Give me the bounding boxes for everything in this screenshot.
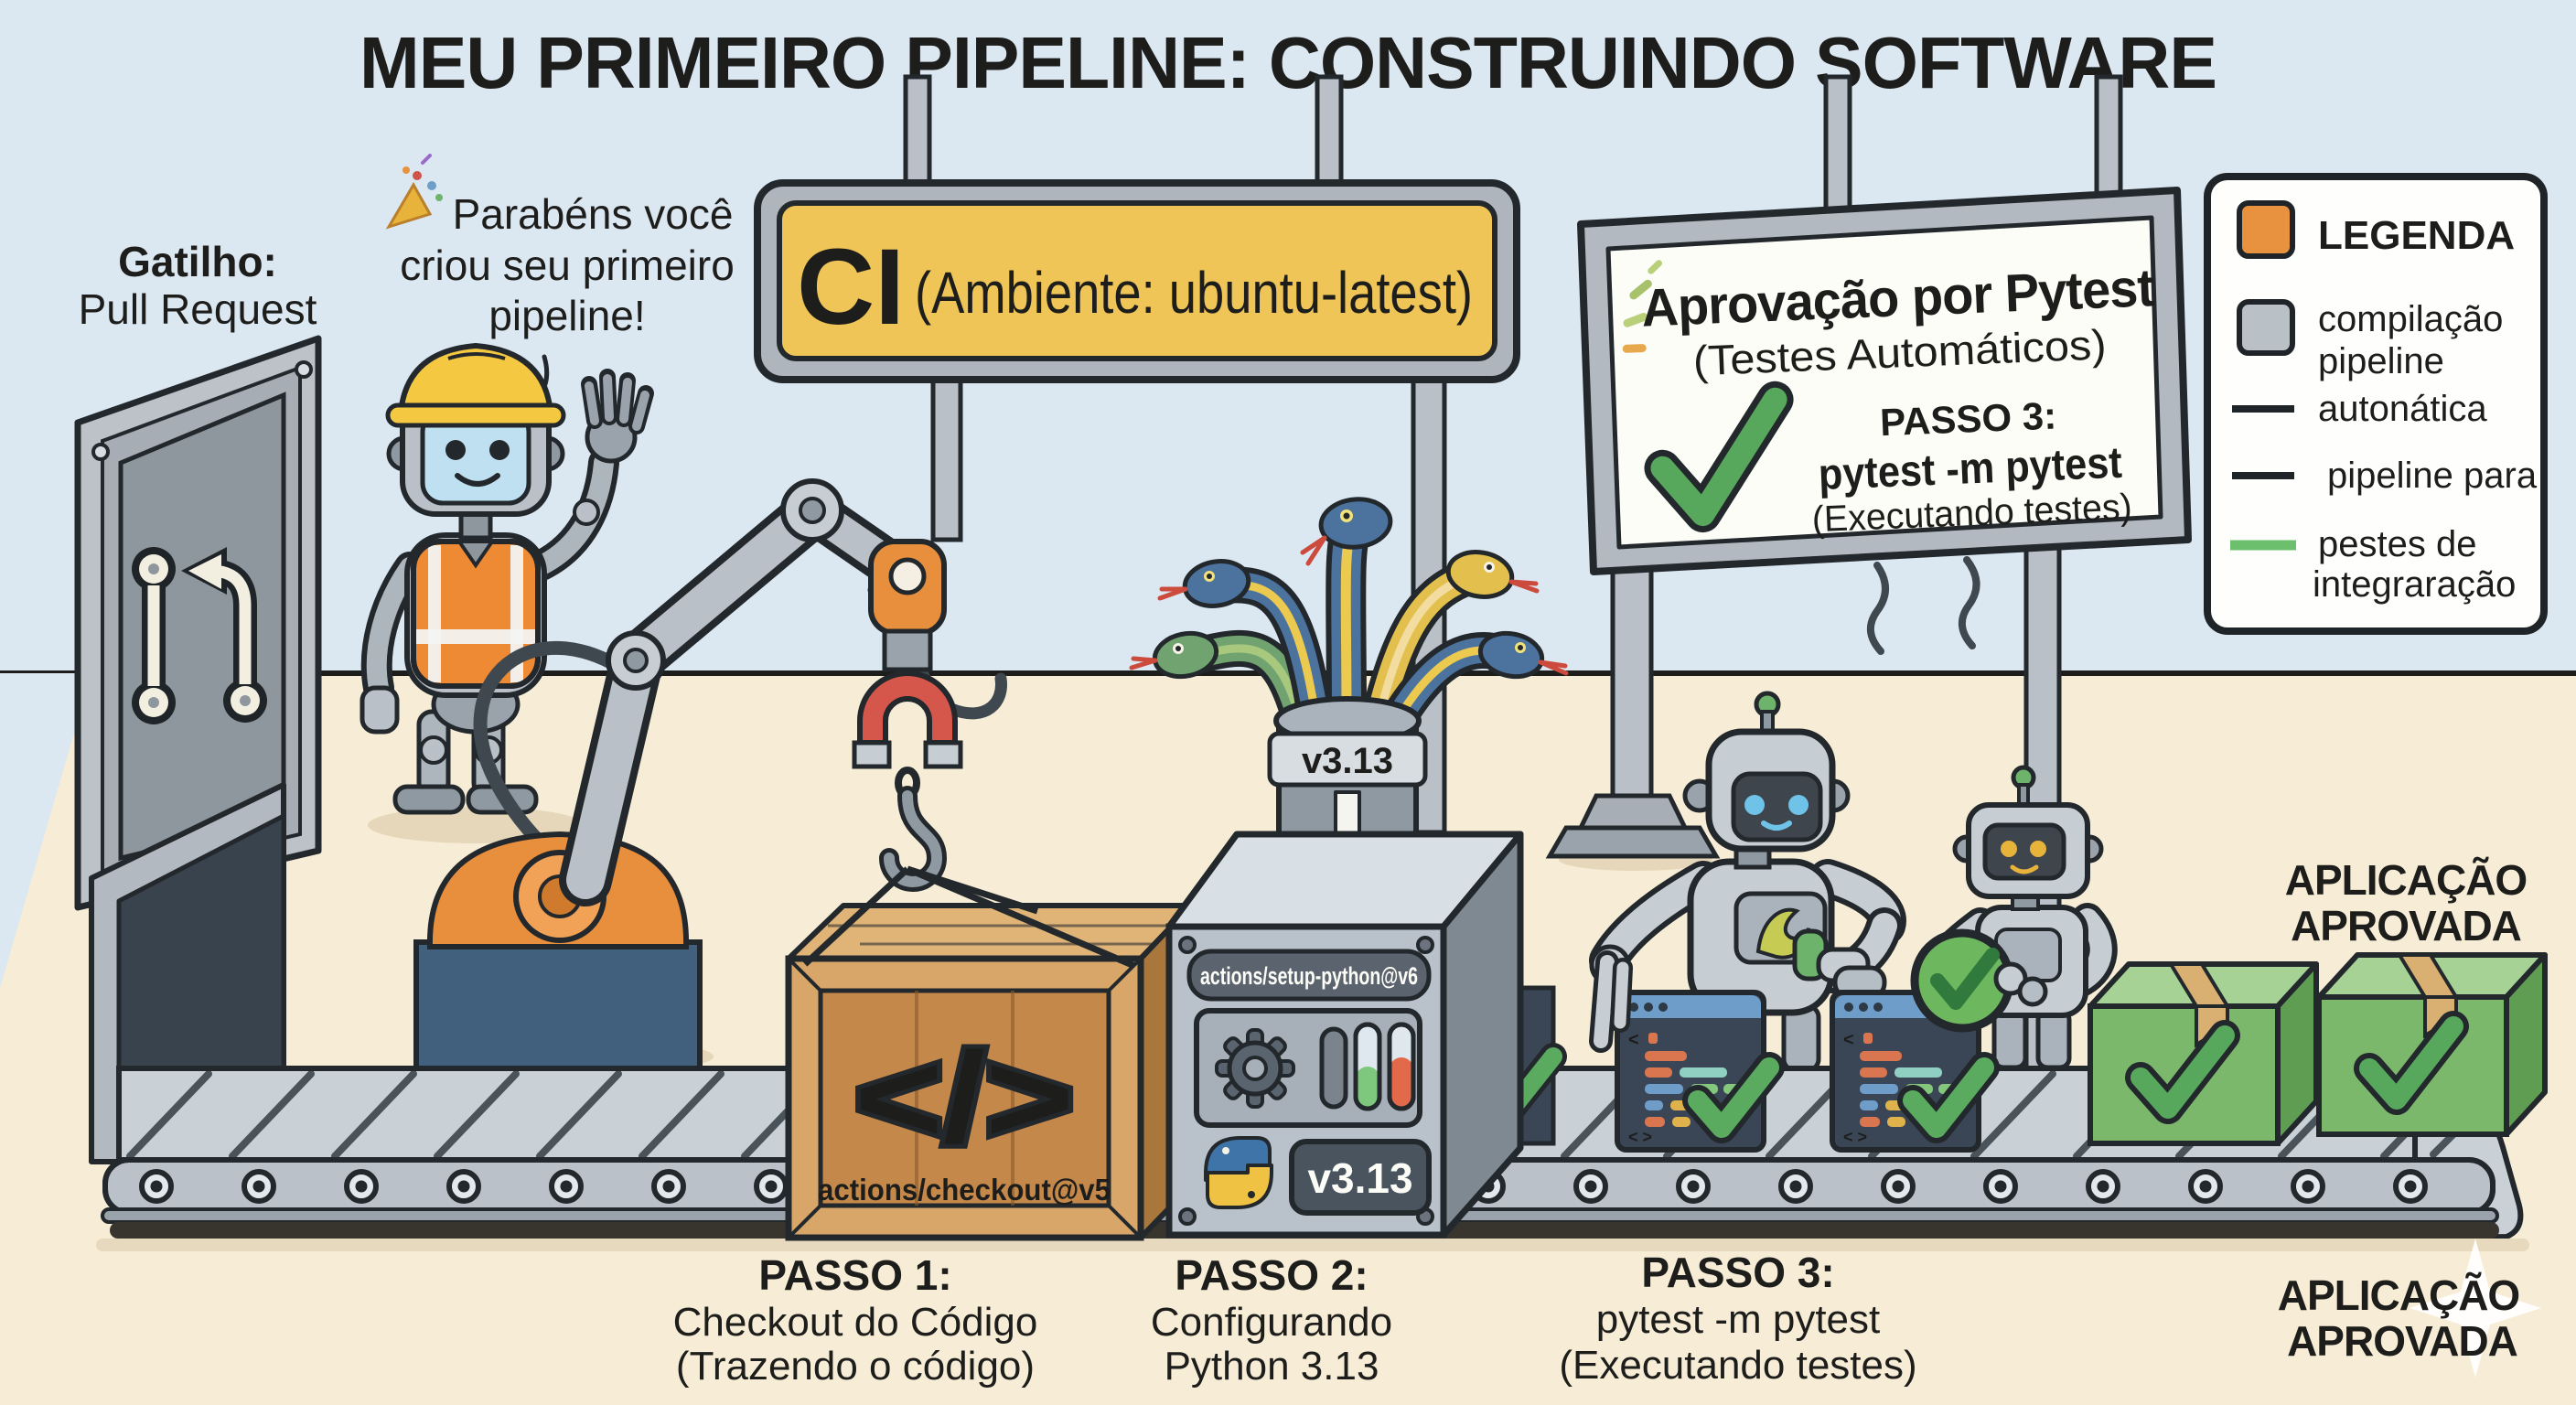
python-machine: actions/setup-python@v6 v3.13 — [1165, 831, 1524, 1239]
hard-hat-icon — [385, 342, 566, 428]
svg-text:PASSO 1:: PASSO 1: — [758, 1251, 951, 1299]
pointing-hand — [1589, 950, 1633, 1053]
ci-environment: (Ambiente: ubuntu-latest) — [915, 260, 1473, 326]
magnet-icon — [852, 670, 963, 769]
funnel-version-badge: v3.13 — [1302, 741, 1393, 781]
setup-python-label: actions/setup-python@v6 — [1200, 962, 1418, 990]
legend-swatch-orange — [2237, 200, 2295, 259]
approved-lower-line-2: APROVADA — [2287, 1317, 2517, 1365]
svg-text:(Executando testes): (Executando testes) — [1559, 1343, 1916, 1388]
step-label-3: PASSO 3: pytest -m pytest (Executando te… — [1559, 1249, 1916, 1388]
wall-corner — [0, 673, 91, 988]
svg-text:Checkout do Código: Checkout do Código — [673, 1300, 1038, 1345]
legend-row-label: compilação — [2318, 299, 2503, 339]
star-icon — [2410, 1239, 2541, 1378]
svg-text:PASSO 3:: PASSO 3: — [1641, 1249, 1834, 1296]
gear-icon — [1215, 1028, 1295, 1109]
step-label-2: PASSO 2: Configurando Python 3.13 — [1151, 1251, 1392, 1389]
ci-badge: CI — [797, 227, 905, 348]
legend-row-label: LEGENDA — [2318, 213, 2515, 258]
legend-row-label: pipeline — [2318, 341, 2444, 381]
approved-lower-line-1: APLICAÇÃO — [2278, 1271, 2519, 1319]
step-label-1: PASSO 1: Checkout do Código (Trazendo o … — [673, 1251, 1038, 1389]
svg-text:Configurando: Configurando — [1151, 1300, 1392, 1345]
legend-row-label: pestes de — [2318, 524, 2476, 564]
legend-row-label: integraração — [2313, 564, 2516, 605]
approved-upper-line-2: APROVADA — [2291, 902, 2521, 949]
speech-line-2: criou seu primeiro — [400, 241, 735, 289]
board-step-label: PASSO 3: — [1879, 394, 2057, 445]
code-window — [1617, 992, 1769, 1150]
speech-line-3: pipeline! — [488, 292, 645, 339]
trigger-label: Pull Request — [79, 285, 317, 333]
safety-vest — [411, 539, 541, 689]
approved-upper-line-1: APLICAÇÃO — [2285, 856, 2527, 904]
approved-box — [2319, 955, 2545, 1134]
svg-text:Python 3.13: Python 3.13 — [1165, 1344, 1379, 1389]
approved-box — [2090, 964, 2316, 1143]
legend-swatch-gray — [2237, 299, 2295, 356]
inspector-robot-large — [1589, 691, 1906, 1073]
crate-sling-ropes — [802, 865, 1136, 970]
door — [74, 335, 322, 911]
trigger-heading: Gatilho: — [118, 238, 277, 285]
ci-sign: CI (Ambiente: ubuntu-latest) — [754, 74, 1520, 835]
speech-line-1: Parabéns você — [453, 190, 734, 238]
svg-text:PASSO 2:: PASSO 2: — [1175, 1251, 1368, 1299]
pull-request-icon — [132, 547, 267, 724]
python-logo-icon — [1204, 1136, 1273, 1209]
legend-row-label: autonática — [2318, 389, 2487, 429]
checkmark-icon — [1644, 381, 1794, 533]
test-tubes-icon — [1319, 1022, 1416, 1111]
page-title: MEU PRIMEIRO PIPELINE: CONSTRUINDO SOFTW… — [360, 22, 2216, 103]
machine-version-badge: v3.13 — [1307, 1154, 1412, 1202]
approval-circle-icon — [1910, 928, 2048, 1033]
code-symbol: </> — [854, 1025, 1074, 1169]
svg-text:pytest -m pytest: pytest -m pytest — [1596, 1297, 1881, 1342]
hook-icon — [879, 767, 948, 892]
crate-action-label: actions/checkout@v5 — [818, 1173, 1111, 1207]
sparkle-icon — [1622, 260, 1662, 353]
legend: LEGENDA compilação pipeline autonática p… — [2204, 173, 2548, 635]
code-crate: </> actions/checkout@v5 — [785, 865, 1194, 1241]
svg-text:(Trazendo o código): (Trazendo o código) — [676, 1344, 1035, 1389]
waving-hand — [581, 369, 654, 464]
party-popper-icon — [385, 154, 443, 230]
legend-row-label: pipeline para — [2327, 456, 2538, 496]
